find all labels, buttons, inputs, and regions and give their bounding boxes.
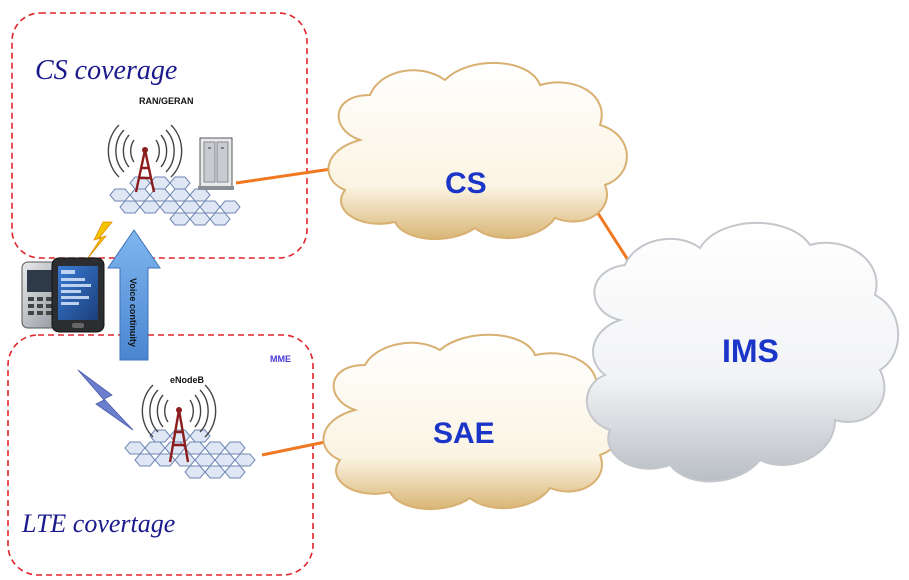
sae-cloud-label: SAE [433, 417, 495, 450]
smartphone-icon [51, 257, 105, 333]
cs-cloud-label: CS [445, 167, 487, 200]
ran-tower-icon [107, 124, 183, 193]
cs-coverage-label: CS coverage [35, 55, 177, 86]
voice-continuity-label: Voice continuity [128, 278, 138, 347]
lightning-bolt-lte-icon [77, 369, 134, 431]
ims-cloud [585, 221, 900, 483]
mme-label: MME [270, 354, 291, 364]
link-bsc-to-cs [235, 166, 339, 185]
enodeb-hex-grid [124, 429, 256, 479]
lte-coverage-region [7, 334, 314, 576]
bsc-cabinet-icon [198, 137, 234, 190]
enodeb-label: eNodeB [170, 375, 205, 385]
cs-cloud [327, 62, 628, 240]
cs-coverage-region [11, 12, 308, 259]
ran-geran-label: RAN/GERAN [139, 96, 194, 106]
voice-continuity-arrow [107, 229, 161, 361]
enodeb-tower-icon [141, 384, 217, 463]
lte-coverage-label: LTE covertage [21, 509, 175, 538]
ims-cloud-label: IMS [722, 333, 779, 369]
lightning-bolt-icon [87, 221, 113, 259]
sae-cloud [322, 333, 623, 510]
